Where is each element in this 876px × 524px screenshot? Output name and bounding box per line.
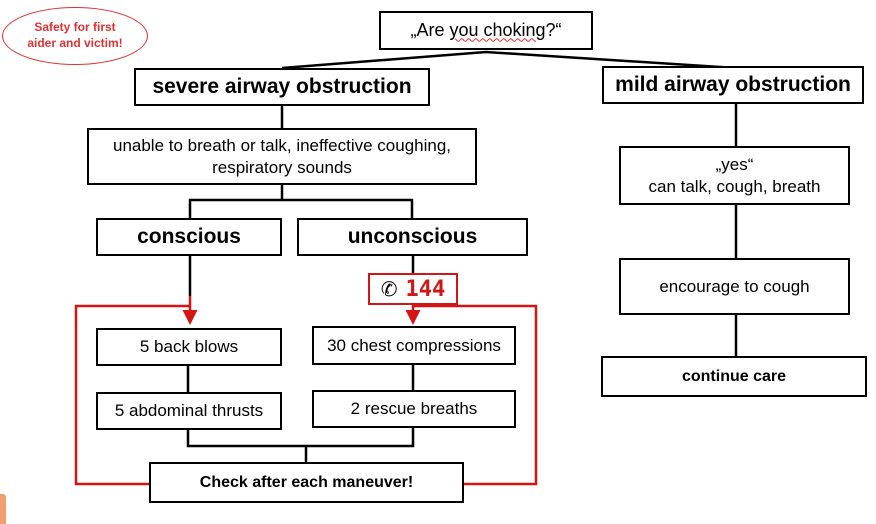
severe-symptoms-box: unable to breath or talk, ineffective co… xyxy=(87,128,477,185)
connector-join-check xyxy=(186,428,415,448)
safety-note: Safety for first aider and victim! xyxy=(2,7,148,65)
step-chest-compressions: 30 chest compressions xyxy=(312,326,516,365)
mild-action-box: encourage to cough xyxy=(619,258,850,315)
loop-right xyxy=(413,304,538,486)
unconscious-box: unconscious xyxy=(297,218,528,256)
severe-title-box: severe airway obstruction xyxy=(134,68,430,106)
connector-symptoms-split xyxy=(188,198,414,218)
connector-question-split xyxy=(281,50,737,70)
corner-accent-mark xyxy=(0,494,6,524)
phone-icon: ✆ xyxy=(380,277,398,301)
emergency-call-box: ✆ 144 xyxy=(368,273,458,305)
step-rescue-breaths: 2 rescue breaths xyxy=(312,390,516,428)
step-back-blows: 5 back blows xyxy=(96,328,282,366)
emergency-number: 144 xyxy=(405,276,446,302)
step-abdominal-thrusts: 5 abdominal thrusts xyxy=(96,392,282,430)
conscious-box: conscious xyxy=(96,218,282,256)
loop-left xyxy=(74,304,190,486)
mild-title-box: mild airway obstruction xyxy=(602,66,864,104)
check-box: Check after each maneuver! xyxy=(149,462,464,503)
mild-symptoms-box: „yes“ can talk, cough, breath xyxy=(619,146,850,205)
question-box: „Are you choking?“ xyxy=(379,11,593,50)
mild-result-box: continue care xyxy=(601,356,867,397)
question-text: „Are you choking?“ xyxy=(410,20,562,41)
